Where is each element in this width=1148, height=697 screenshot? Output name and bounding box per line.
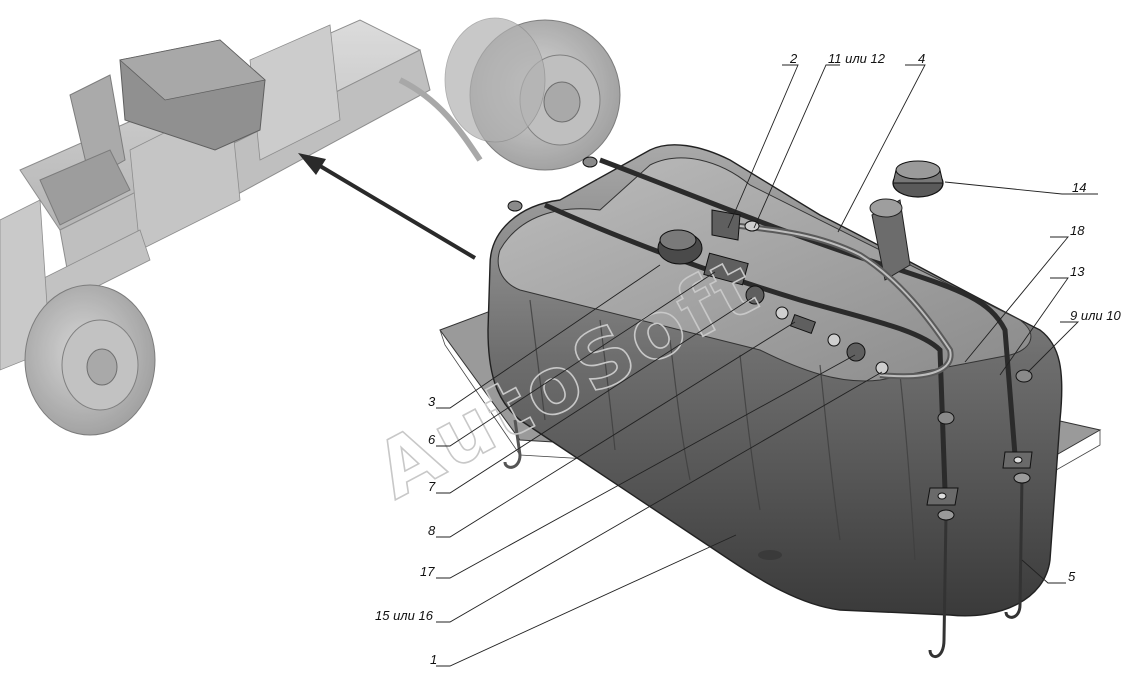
callout-9: 9 или 10 [1070,308,1121,323]
front-wheel [24,284,156,436]
j-bolts [503,419,1024,658]
callout-6: 6 [428,432,436,447]
fuel-tank [439,144,1102,658]
callout-8: 8 [428,523,436,538]
fuel-level-sensor [657,229,703,265]
callout-labels: 2 11 или 12 4 14 18 13 9 или 10 5 3 6 7 … [375,51,1121,667]
callout-5: 5 [1068,569,1076,584]
callout-13: 13 [1070,264,1085,279]
plate-nuts [507,156,1033,425]
callout-14: 14 [1072,180,1086,195]
callout-17: 17 [420,564,435,579]
callout-4: 4 [918,51,925,66]
filler-cap [892,160,944,198]
callout-1: 1 [430,652,437,667]
callout-7: 7 [428,479,436,494]
rear-wheel [444,17,621,171]
callout-18: 18 [1070,223,1085,238]
callout-11: 11 или 12 [828,51,886,66]
callout-3: 3 [428,394,436,409]
filler-neck [869,198,911,281]
fittings [703,209,889,375]
callout-15: 15 или 16 [375,608,434,623]
callout-2: 2 [789,51,798,66]
vehicle-chassis [0,17,621,436]
installation-arrow [298,153,477,260]
leader-lines [436,64,1098,667]
